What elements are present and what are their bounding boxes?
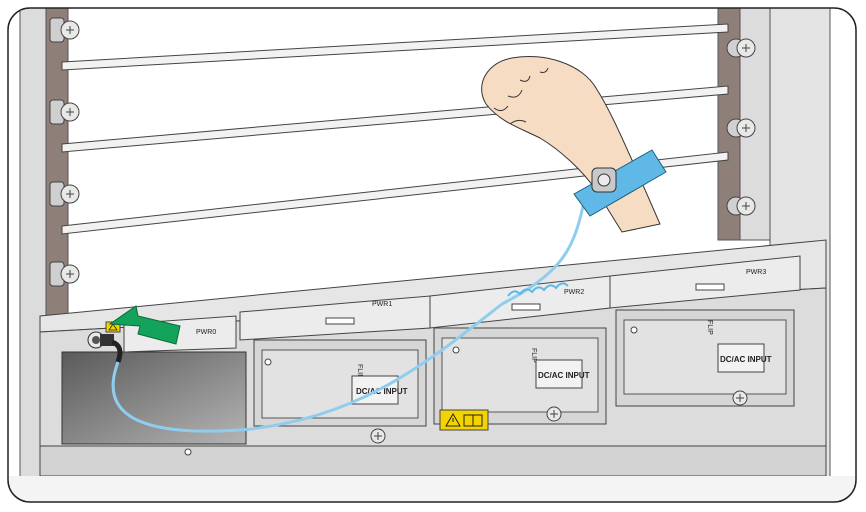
- bottom-screws: [184, 390, 748, 456]
- pwr3-module: PWR3 FLIP DC/AC INPUT: [609, 255, 801, 407]
- captive-screw-icon: [370, 428, 386, 444]
- pwr2-flip-label: FLIP: [530, 348, 537, 363]
- captive-screw-icon: [49, 17, 80, 43]
- captive-screw-icon: [726, 196, 756, 216]
- captive-screw-icon: [546, 406, 562, 422]
- pwr3-input-label: DC/AC INPUT: [720, 355, 772, 364]
- captive-screw-icon: [732, 390, 748, 406]
- pwr2-module: PWR2 FLIP DC/AC INPUT: [429, 275, 611, 425]
- esd-wrist-strap-icon: [573, 149, 667, 217]
- warning-icon: [445, 413, 461, 427]
- pwr1-label: PWR1: [372, 301, 392, 308]
- pwr1-flip-label: FLIP: [356, 364, 363, 379]
- pwr0-label: PWR0: [196, 329, 216, 336]
- empty-power-slot: [61, 351, 247, 445]
- captive-screw-icon: [49, 99, 80, 125]
- esd-cable: [111, 189, 588, 433]
- insert-arrow-icon: [108, 305, 181, 345]
- pwr2-input-label: DC/AC INPUT: [538, 371, 590, 380]
- hand-with-wrist-strap: [481, 55, 667, 233]
- captive-screw-icon: [726, 118, 756, 138]
- captive-screw-icon: [49, 261, 80, 287]
- image-frame: [7, 7, 857, 503]
- pwr3-label: PWR3: [746, 269, 766, 276]
- captive-screw-icon: [726, 38, 756, 58]
- manual-icon: [463, 414, 483, 427]
- left-mounting-screws: [49, 17, 80, 287]
- warning-label: [439, 409, 489, 431]
- pwr3-flip-label: FLIP: [706, 320, 713, 335]
- pwr1-module: PWR1 FLIP DC/AC INPUT: [239, 295, 431, 427]
- pwr1-input-label: DC/AC INPUT: [356, 387, 408, 396]
- right-mounting-screws: [726, 38, 756, 216]
- captive-screw-icon: [49, 181, 80, 207]
- esd-plug: [100, 334, 123, 363]
- pwr2-label: PWR2: [564, 289, 584, 296]
